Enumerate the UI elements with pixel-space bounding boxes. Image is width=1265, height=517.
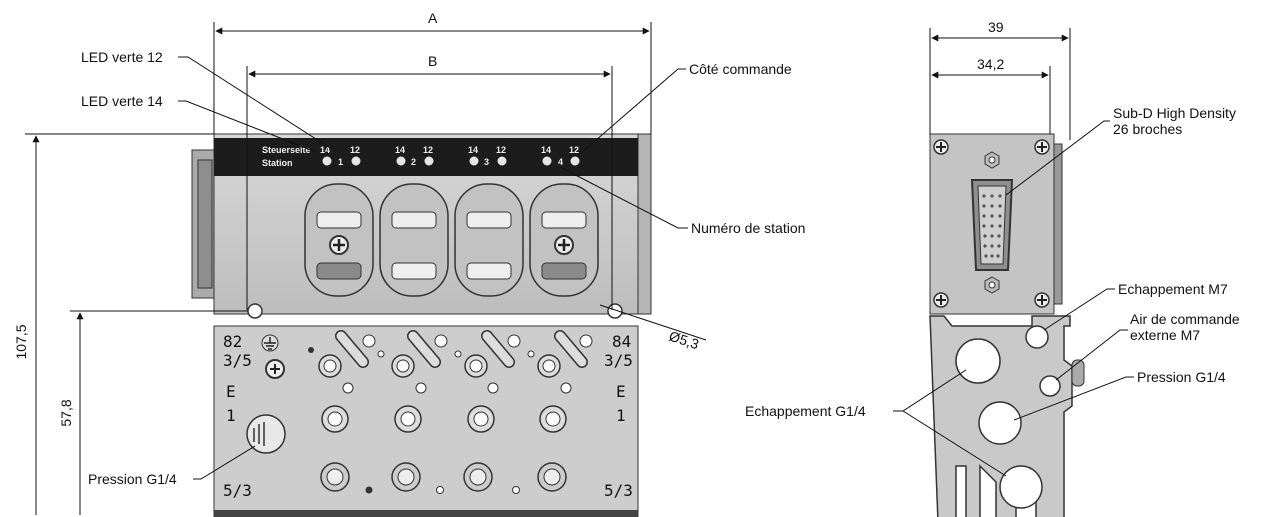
coil-housings <box>304 183 599 297</box>
dimension-height-57-8: 57,8 <box>58 399 74 426</box>
callout-led-green-14: LED verte 14 <box>81 93 163 109</box>
coil-housing-4 <box>529 183 599 297</box>
callout-subd-line1: Sub-D High Density <box>1113 105 1236 121</box>
led-label: 12 <box>569 145 579 155</box>
callout-external-air-line1: Air de commande <box>1130 311 1240 327</box>
led-14-station-3 <box>469 156 479 166</box>
led-label: 12 <box>350 145 360 155</box>
port-label-left: 3/5 <box>223 351 252 370</box>
coil-housing-2 <box>379 183 449 297</box>
led-14-station-1 <box>322 156 332 166</box>
port-label-left: 82 <box>223 332 242 351</box>
side-pressure-port <box>978 401 1022 445</box>
mounting-hole-right <box>607 303 623 319</box>
station-number: 1 <box>338 157 343 167</box>
led-label: 14 <box>468 145 478 155</box>
led-14-station-2 <box>396 156 406 166</box>
side-dimensions <box>929 28 1071 140</box>
dimension-diameter: Ø5,3 <box>667 328 701 353</box>
led-label: 14 <box>320 145 330 155</box>
subd-pins <box>982 194 1002 258</box>
port-label-right: E <box>616 382 626 401</box>
callout-exhaust-m7: Echappement M7 <box>1118 281 1228 297</box>
panel-text-steuerseite: Steuerseite <box>262 145 311 155</box>
dimension-width-34-2: 34,2 <box>977 56 1004 72</box>
port-label-left: E <box>226 382 236 401</box>
coil-housing-3 <box>454 183 524 297</box>
callout-pressure-left: Pression G1/4 <box>88 471 177 487</box>
side-exhaust-m7 <box>1025 325 1049 349</box>
station-3-ports <box>463 330 521 492</box>
port-label-right: 1 <box>616 406 626 425</box>
led-12-station-3 <box>497 156 507 166</box>
mounting-hole-left <box>247 303 263 319</box>
pressure-inlet-left <box>246 414 286 454</box>
front-dimensions <box>25 22 707 515</box>
station-number: 4 <box>558 157 563 167</box>
callout-external-air-line2: externe M7 <box>1130 327 1200 343</box>
front-view: Steuerseite Station 14 12 14 12 14 12 14… <box>191 133 652 517</box>
led-panel <box>214 138 638 176</box>
side-screws <box>933 139 1050 308</box>
callout-station-number: Numéro de station <box>691 220 805 236</box>
side-view <box>929 133 1085 517</box>
side-callout-lines <box>893 120 1134 477</box>
station-number: 3 <box>484 157 489 167</box>
led-label: 14 <box>541 145 551 155</box>
callout-control-side: Côté commande <box>689 61 792 77</box>
station-1-ports <box>318 330 376 492</box>
dimension-width-39: 39 <box>988 19 1004 35</box>
external-air-fitting <box>1071 359 1085 387</box>
led-12-station-2 <box>424 156 434 166</box>
led-14-station-4 <box>542 156 552 166</box>
dimension-a: A <box>428 10 438 26</box>
callout-pressure-right: Pression G1/4 <box>1137 369 1226 385</box>
led-12-station-4 <box>570 156 580 166</box>
led-12-station-1 <box>351 156 361 166</box>
station-ports <box>308 330 593 494</box>
station-number: 2 <box>411 157 416 167</box>
dimension-b: B <box>428 53 437 69</box>
port-label-right: 84 <box>612 332 631 351</box>
station-4-ports <box>537 330 593 492</box>
port-label-right: 3/5 <box>604 351 633 370</box>
side-exhaust-port-upper <box>955 338 1001 384</box>
port-label-right: 5/3 <box>604 481 633 500</box>
side-exhaust-port-lower <box>999 465 1043 509</box>
led-label: 12 <box>496 145 506 155</box>
callout-exhaust-g14: Echappement G1/4 <box>745 403 866 419</box>
led-label: 14 <box>395 145 405 155</box>
side-external-air-m7 <box>1039 375 1061 397</box>
led-label: 12 <box>423 145 433 155</box>
panel-text-station: Station <box>262 158 293 168</box>
port-label-left: 1 <box>226 406 236 425</box>
front-callout-lines <box>178 56 688 480</box>
callout-led-green-12: LED verte 12 <box>81 49 163 65</box>
port-label-left: 5/3 <box>223 481 252 500</box>
coil-housing-1 <box>304 183 374 297</box>
dimension-height-107-5: 107,5 <box>13 324 29 359</box>
station-2-ports <box>391 330 448 492</box>
callout-subd-line2: 26 broches <box>1113 121 1182 137</box>
led-row: 14 12 14 12 14 12 14 12 1 2 3 4 <box>320 145 580 167</box>
